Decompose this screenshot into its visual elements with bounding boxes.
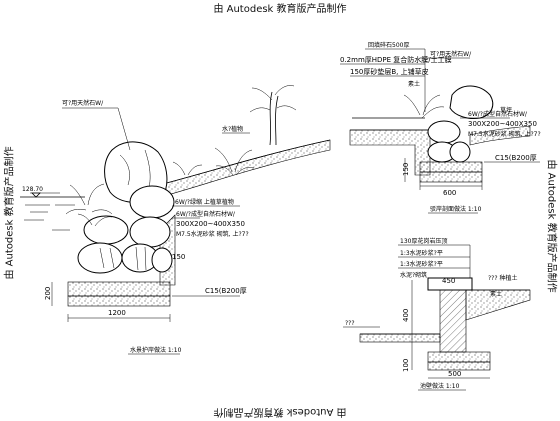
tr-label-gravel: 回填碎石500厚 bbox=[368, 41, 409, 49]
br-label-1: 130厚花岗岩压顶 bbox=[400, 237, 447, 245]
label-stone-spec-2: 300X200~400X350 bbox=[176, 220, 245, 228]
tr-ground bbox=[350, 130, 430, 175]
left-plant bbox=[66, 184, 112, 214]
dim-200-left: 200 bbox=[44, 287, 52, 300]
br-caption: 池壁做法 1:10 bbox=[420, 382, 460, 390]
stone-1 bbox=[130, 186, 174, 218]
br-dim-500: 500 bbox=[448, 370, 461, 378]
tr-label-sand: 150厚砂垫层B, 上铺草皮 bbox=[350, 67, 429, 76]
dim-1200: 1200 bbox=[108, 309, 126, 317]
tr-dim-600: 600 bbox=[443, 189, 456, 197]
tr-label-soil: 素土 bbox=[408, 80, 420, 88]
label-plant: 水?植物 bbox=[222, 125, 243, 133]
stone-3 bbox=[130, 217, 170, 247]
br-footing bbox=[428, 352, 490, 362]
label-concrete-left: C15(B200厚 bbox=[205, 287, 247, 295]
tr-caption: 驳岸剖面做法 1:10 bbox=[430, 205, 482, 213]
bottom-right-section: 130厚花岗岩压顶 1:3水泥砂浆?平 1:3水泥砂浆?平 水泥?砌筑 450 … bbox=[343, 237, 530, 390]
br-dim-400: 400 bbox=[402, 309, 410, 322]
tr-stone-spec-2: 300X200~400X350 bbox=[468, 120, 537, 128]
label-arrow-note: 6W/?绿缩 上植草植物 bbox=[175, 198, 234, 206]
tr-stone-spec-1: 6W/?成型自然石材W/ bbox=[468, 110, 528, 118]
br-pool-bottom bbox=[360, 334, 440, 342]
dim-150-left-label: 150 bbox=[172, 253, 185, 261]
label-mortar: M7.5水泥砂浆 砌筑, 上?7? bbox=[176, 230, 249, 238]
tr-mortar: M7.5水泥砂浆 砌筑, 上?7? bbox=[468, 130, 541, 138]
br-dim-450: 450 bbox=[442, 277, 455, 285]
tr-plant bbox=[404, 95, 444, 118]
br-label-side: ??? 种植土 bbox=[488, 274, 517, 282]
br-label-soil: 素土 bbox=[490, 290, 502, 298]
br-wall bbox=[440, 290, 466, 352]
br-label-3: 1:3水泥砂浆?平 bbox=[400, 260, 443, 268]
br-label-2: 1:3水泥砂浆?平 bbox=[400, 249, 443, 257]
br-label-4: 水泥?砌筑 bbox=[400, 271, 427, 279]
tr-label-stone: 可?用天然石W/ bbox=[430, 50, 472, 58]
tr-stone-1 bbox=[428, 121, 460, 143]
stone-2 bbox=[84, 216, 128, 244]
label-stone-spec-1: 6W/?成型自然石材W/ bbox=[176, 210, 236, 218]
tr-dim-150: 150 bbox=[402, 163, 410, 176]
stone-6 bbox=[152, 248, 172, 272]
stone-4 bbox=[78, 243, 122, 273]
caption-left: 水景护岸做法 1:10 bbox=[130, 346, 182, 354]
br-label-water: ??? bbox=[345, 320, 355, 327]
left-concrete-base bbox=[68, 282, 170, 296]
tree-branches bbox=[250, 85, 296, 112]
tr-concrete bbox=[420, 162, 482, 172]
tr-concrete-label: C15(B200厚 bbox=[495, 154, 537, 162]
level-marker bbox=[32, 193, 40, 197]
tree-trunk bbox=[270, 92, 278, 145]
tr-stone-3 bbox=[450, 142, 470, 162]
top-right-section: 回填碎石500厚 0.2mm厚HDPE 复合防水膜/土工膜 150厚砂垫层B, … bbox=[340, 41, 541, 213]
br-dim-100: 100 bbox=[402, 359, 410, 372]
level-label: 128.70 bbox=[22, 186, 43, 193]
label-top-left: 可?用天然石W/ bbox=[62, 99, 104, 107]
left-section: 128.70 可?用天然石W/ 水?植物 6W/?绿 bbox=[20, 85, 330, 354]
left-gravel-base bbox=[68, 296, 170, 306]
